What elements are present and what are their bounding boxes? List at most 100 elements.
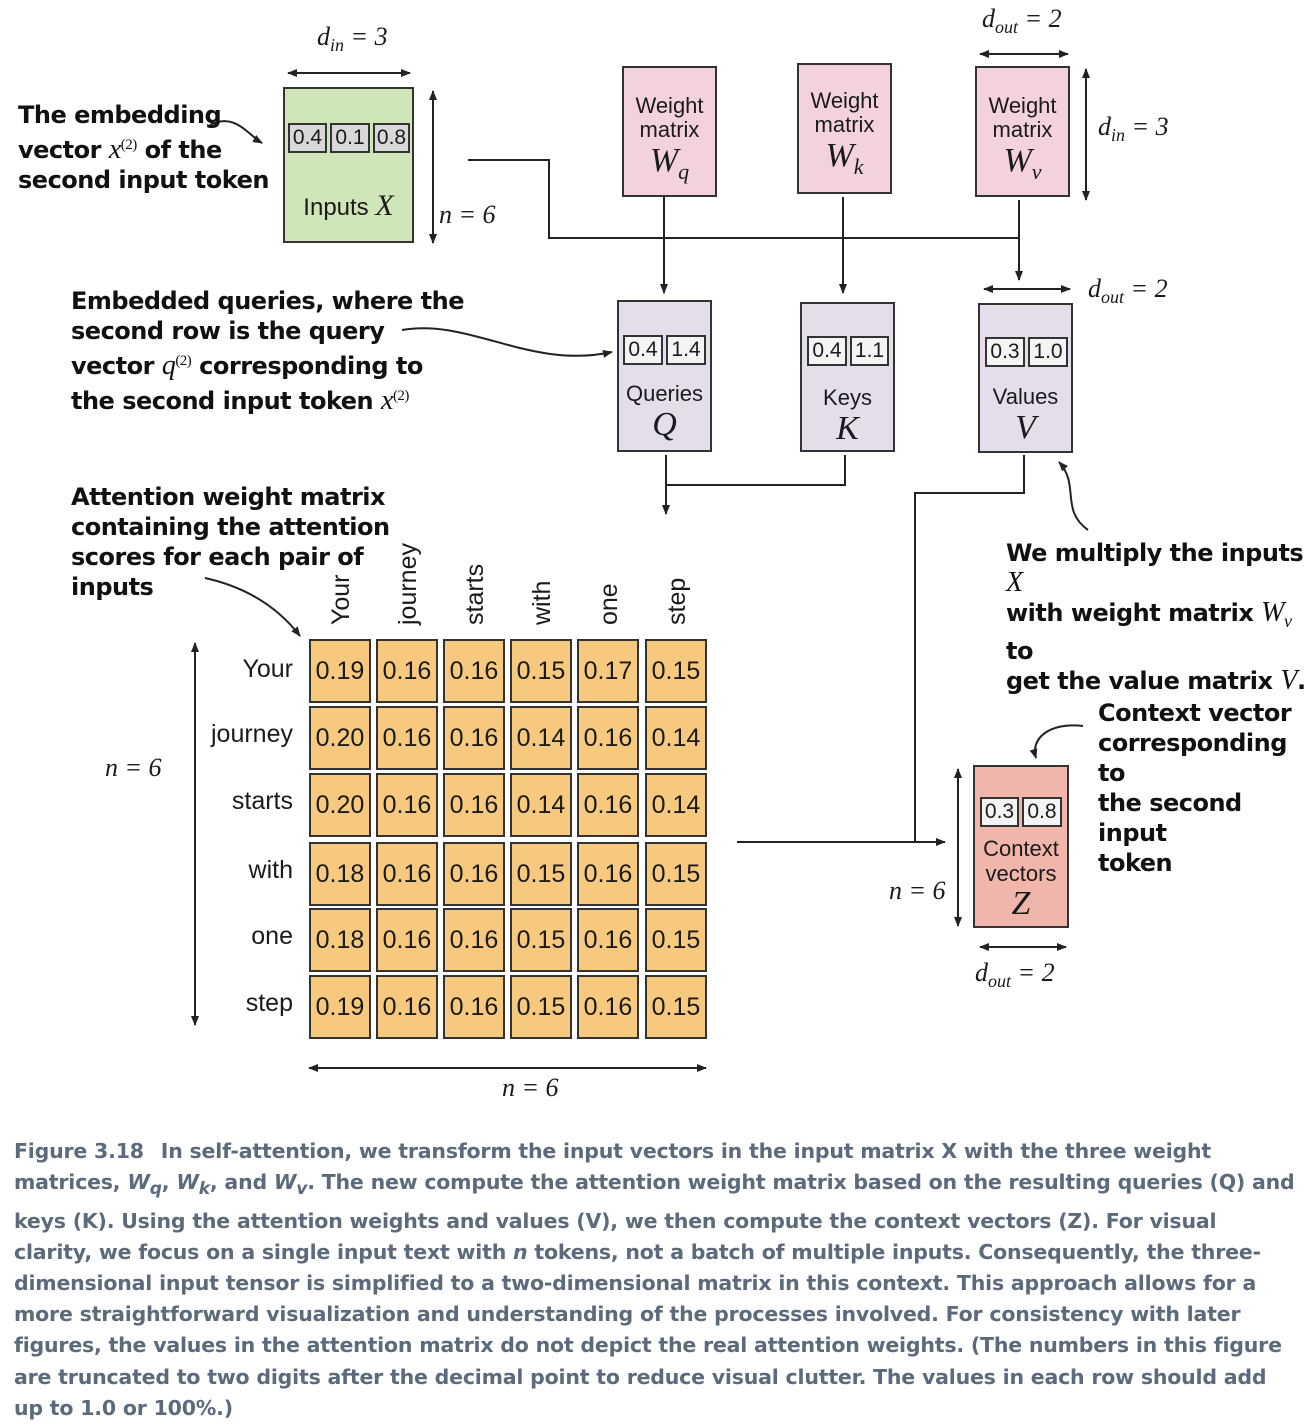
weight-label-line1: Weight: [988, 93, 1057, 118]
row-label-with: with: [248, 856, 293, 884]
attention-cell: 0.14: [510, 706, 572, 770]
queries-annotation: Embedded queries, where the second row i…: [71, 287, 465, 416]
attention-cell: 0.16: [443, 842, 505, 906]
n-label-attn-bottom: n = 6: [502, 1073, 559, 1102]
attention-cell: 0.16: [443, 908, 505, 972]
values-matrix: 0.3 1.0 Values V: [978, 303, 1073, 453]
attention-cell: 0.15: [645, 639, 707, 703]
z-symbol: Z: [1011, 885, 1031, 922]
attention-annotation: Attention weight matrix containing the a…: [71, 483, 390, 601]
attention-cell: 0.16: [376, 706, 438, 770]
attention-pointer: [204, 577, 301, 637]
values-to-context-line: [914, 455, 1025, 842]
attention-cell: 0.14: [645, 773, 707, 837]
attention-cell: 0.18: [309, 842, 371, 906]
weight-label-line2: matrix: [639, 117, 700, 142]
attention-cell: 0.16: [443, 773, 505, 837]
weight-matrix-wv: Weight matrix Wv: [975, 66, 1070, 197]
figure-caption: Figure 3.18 In self-attention, we transf…: [14, 1136, 1298, 1424]
queries-label: Queries: [625, 381, 704, 406]
attention-cell: 0.20: [309, 706, 371, 770]
attention-cell: 0.15: [510, 842, 572, 906]
row-label-your: Your: [242, 655, 293, 683]
weight-label-line1: Weight: [635, 93, 704, 118]
attention-cell: 0.16: [443, 706, 505, 770]
inputs-label: Inputs X: [303, 189, 394, 222]
n-label-context: n = 6: [889, 876, 946, 905]
n-label-attn-left: n = 6: [105, 753, 162, 782]
values-annotation: We multiply the inputs X with weight mat…: [1006, 539, 1306, 696]
values-pointer: [1058, 461, 1089, 531]
attention-cell: 0.15: [645, 908, 707, 972]
self-attention-diagram: din = 3 dout = 2 din = 3 n = 6 dout = 2 …: [18, 4, 1306, 1102]
attention-cell: 0.19: [309, 639, 371, 703]
dout-label-context: dout = 2: [975, 958, 1055, 992]
column-label-journey: journey: [394, 543, 422, 625]
context-label-line1: Context: [983, 836, 1059, 861]
wq-symbol: Wq: [649, 142, 690, 184]
input-cell: 0.1: [330, 123, 370, 153]
context-cell: 0.8: [1022, 797, 1062, 827]
row-label-one: one: [251, 922, 293, 950]
qk-join-line: [665, 455, 846, 486]
dout-label-values: dout = 2: [1088, 274, 1168, 308]
value-cell: 1.0: [1028, 337, 1068, 367]
figure-number: Figure 3.18: [14, 1139, 144, 1163]
weight-matrix-wk: Weight matrix Wk: [797, 63, 892, 194]
context-annotation: Context vector corresponding to the seco…: [1098, 699, 1292, 877]
q-symbol: Q: [652, 406, 677, 443]
attention-cell: 0.16: [577, 908, 639, 972]
column-label-starts: starts: [461, 563, 489, 625]
attention-cell: 0.16: [577, 773, 639, 837]
context-pointer: [1029, 724, 1084, 759]
wv-symbol: Wv: [1003, 142, 1042, 184]
attention-cell: 0.14: [645, 706, 707, 770]
context-label-line2: vectors: [985, 861, 1057, 886]
attention-cell: 0.15: [510, 639, 572, 703]
keys-label: Keys: [823, 385, 872, 410]
attention-cell: 0.16: [577, 842, 639, 906]
key-cell: 1.1: [850, 336, 889, 366]
keys-matrix: 0.4 1.1 Keys K: [800, 302, 895, 452]
values-label: Values: [992, 384, 1059, 409]
attention-cell: 0.16: [443, 975, 505, 1039]
context-cell: 0.3: [980, 797, 1019, 827]
n-label-inputs: n = 6: [439, 200, 496, 229]
attention-cell: 0.15: [645, 975, 707, 1039]
query-cell: 1.4: [666, 335, 706, 365]
attention-cell: 0.19: [309, 975, 371, 1039]
weight-matrix-wq: Weight matrix Wq: [622, 66, 717, 197]
weight-label-line2: matrix: [992, 117, 1053, 142]
queries-pointer: [401, 327, 613, 358]
context-matrix: 0.3 0.8 Context vectors Z: [973, 765, 1069, 928]
inputs-to-weights-line: [468, 159, 1019, 239]
attention-cell: 0.16: [376, 908, 438, 972]
inputs-matrix: 0.4 0.1 0.8 Inputs X: [283, 87, 414, 243]
column-label-step: step: [663, 577, 691, 625]
connector-lines: [191, 50, 1090, 1072]
weight-label-line1: Weight: [810, 88, 879, 113]
input-cell: 0.8: [373, 123, 410, 153]
embedding-pointer: [209, 120, 263, 144]
attention-cell: 0.18: [309, 908, 371, 972]
din-label-top: din = 3: [317, 22, 388, 56]
attention-cell: 0.16: [376, 773, 438, 837]
attention-cell: 0.15: [510, 908, 572, 972]
attention-cell: 0.16: [577, 975, 639, 1039]
attention-cell: 0.14: [510, 773, 572, 837]
column-label-with: with: [528, 580, 556, 625]
attention-cell: 0.16: [577, 706, 639, 770]
row-label-starts: starts: [231, 787, 293, 815]
weight-label-line2: matrix: [814, 112, 875, 137]
v-symbol: V: [1015, 409, 1036, 446]
input-cell: 0.4: [288, 123, 327, 153]
attention-cell: 0.16: [376, 842, 438, 906]
row-label-journey: journey: [211, 720, 293, 748]
query-cell: 0.4: [623, 335, 663, 365]
din-label-right: din = 3: [1098, 112, 1169, 146]
key-cell: 0.4: [807, 336, 847, 366]
attention-cell: 0.16: [376, 639, 438, 703]
column-label-one: one: [595, 583, 623, 625]
attention-cell: 0.20: [309, 773, 371, 837]
caption-text: In self-attention, we transform the inpu…: [14, 1139, 1295, 1420]
